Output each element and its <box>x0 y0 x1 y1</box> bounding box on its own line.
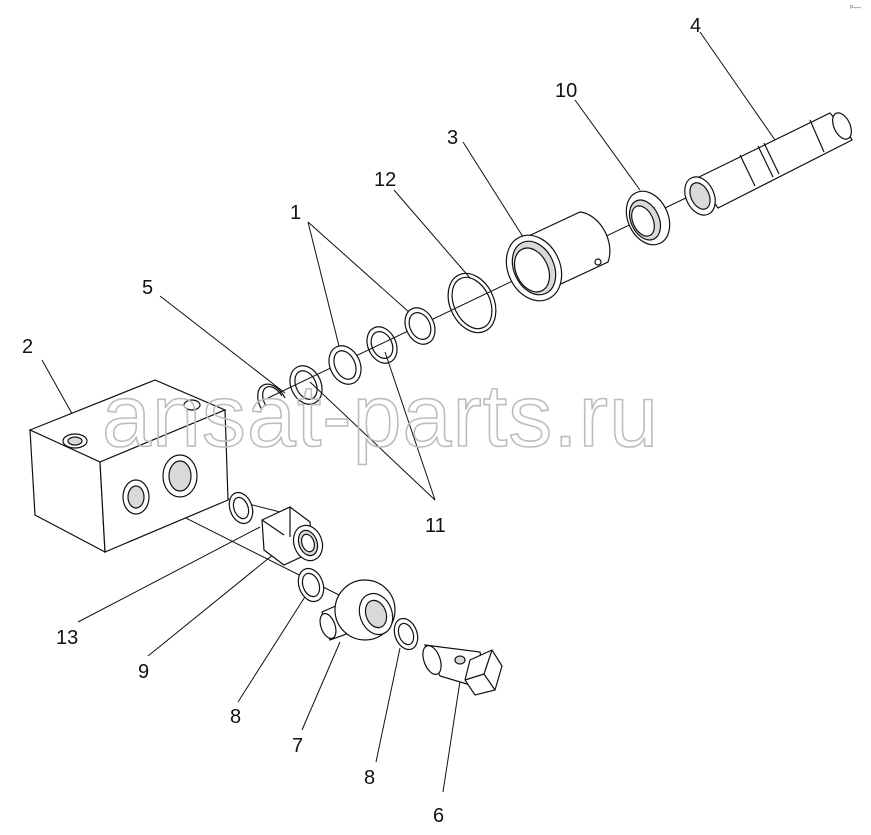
part-13-sealing-washer <box>228 491 254 525</box>
callout-12: 12 <box>374 169 396 191</box>
part-6-banjo-bolt <box>422 644 503 696</box>
callout-8-upper: 8 <box>230 706 241 728</box>
callout-9: 9 <box>138 661 149 683</box>
callout-2: 2 <box>22 336 33 358</box>
part-3-sleeve <box>505 211 611 302</box>
leader-lines <box>41 31 776 793</box>
part-12-large-o-ring <box>447 272 497 334</box>
callout-10: 10 <box>555 80 577 102</box>
callout-13: 13 <box>56 627 78 649</box>
callout-1: 1 <box>290 202 301 224</box>
part-4-spool <box>684 112 853 216</box>
part-5-snap-ring <box>257 383 286 411</box>
part-1-backup-rings <box>328 307 436 385</box>
callout-6: 6 <box>433 805 444 827</box>
callout-7: 7 <box>292 735 303 757</box>
part-11-o-rings <box>289 326 398 405</box>
callout-11: 11 <box>425 515 446 537</box>
callout-8-lower: 8 <box>364 767 375 789</box>
callout-3: 3 <box>447 127 458 149</box>
callout-labels: 1 2 3 4 5 6 7 8 8 9 10 11 12 13 <box>22 15 701 827</box>
callout-4: 4 <box>690 15 701 37</box>
part-7-banjo-fitting <box>319 579 396 641</box>
part-2-valve-block <box>28 379 229 554</box>
part-9-union-fitting <box>261 506 324 566</box>
callout-5: 5 <box>142 277 153 299</box>
watermark: ansat-parts.ru <box>102 366 659 465</box>
corner-mark: ᵖ— <box>850 3 861 12</box>
part-8-washers <box>297 567 419 651</box>
part-10-guide-ring <box>625 190 671 246</box>
